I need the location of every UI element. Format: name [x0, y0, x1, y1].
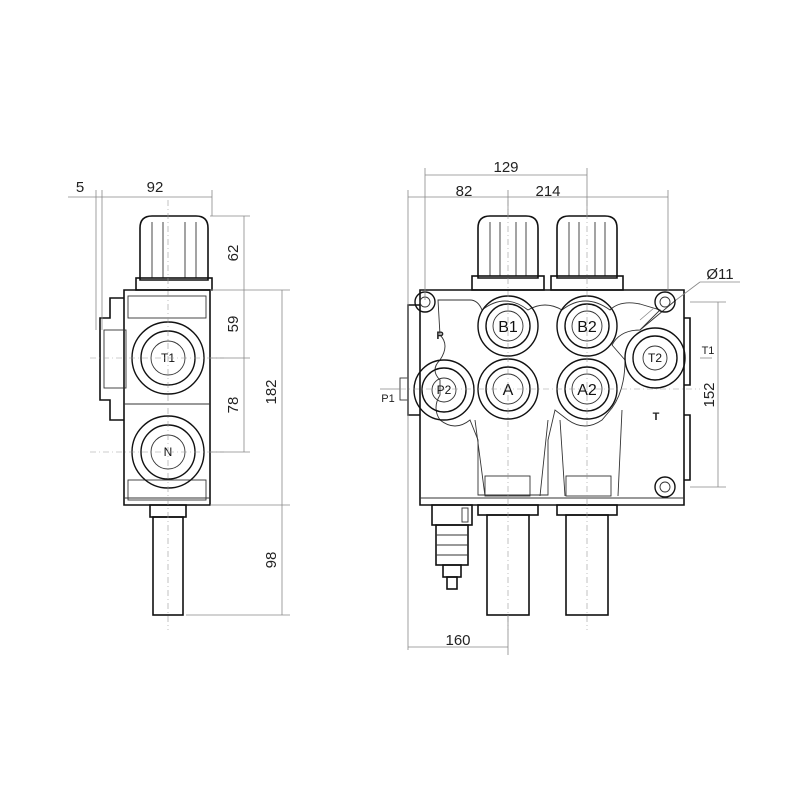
dim-offset: 5	[76, 179, 84, 196]
front-t-mark: T	[653, 411, 660, 423]
front-relief-valve	[431, 504, 473, 590]
dim-lever: 98	[263, 552, 280, 569]
dim-w129: 129	[493, 159, 518, 176]
front-port-p2-label: P2	[437, 383, 452, 397]
dim-w82: 82	[456, 183, 473, 200]
front-port-b1-label: B1	[498, 319, 518, 336]
side-view: T1 N	[68, 179, 290, 630]
dim-height: 182	[263, 379, 280, 404]
dim-h152: 152	[701, 382, 718, 407]
front-port-p2: P2	[413, 359, 475, 421]
dim-upper: 59	[225, 316, 242, 333]
side-dimensions	[68, 190, 290, 616]
front-p-mark: P	[436, 330, 443, 342]
side-cap	[135, 215, 213, 291]
front-body	[399, 289, 691, 506]
label-p1: P1	[381, 393, 394, 405]
front-dimensions	[380, 168, 740, 655]
dim-cap: 62	[225, 245, 242, 262]
label-t1: T1	[702, 345, 715, 357]
dim-width: 92	[147, 179, 164, 196]
dim-w160: 160	[445, 632, 470, 649]
front-port-a-label: A	[503, 382, 514, 399]
front-view: B1 B2 T2 P2 A A2 P T	[380, 159, 740, 655]
front-port-t2-label: T2	[648, 351, 662, 365]
dim-w214: 214	[535, 183, 560, 200]
front-port-a2-label: A2	[577, 382, 597, 399]
front-port-b2-label: B2	[577, 319, 597, 336]
side-body	[99, 289, 211, 506]
dim-hole: Ø11	[706, 266, 733, 283]
front-mount-hole-tr	[654, 291, 676, 313]
front-mount-hole-br	[654, 476, 676, 498]
dim-middle: 78	[225, 397, 242, 414]
front-port-t2: T2	[624, 327, 686, 389]
